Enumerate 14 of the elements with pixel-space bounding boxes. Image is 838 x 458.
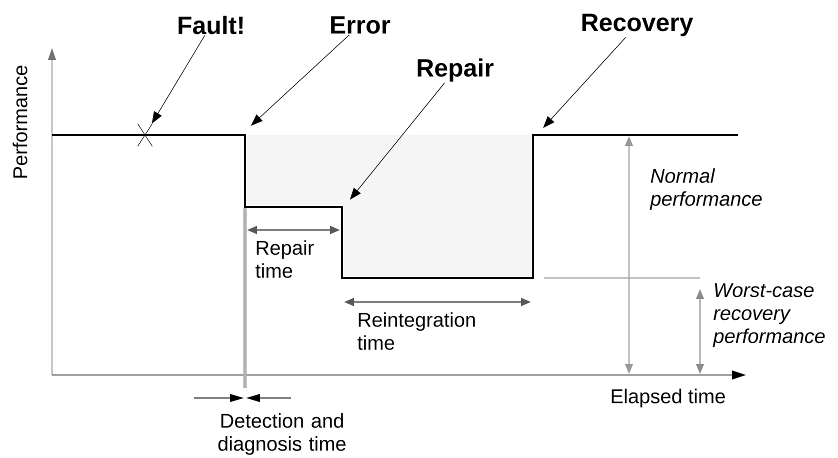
annotation-text: Worst-case recovery performance xyxy=(712,283,825,348)
event-label: Error xyxy=(331,16,390,34)
leader-line xyxy=(543,37,626,128)
event-label: Repair xyxy=(418,58,494,82)
shaded-region xyxy=(245,135,533,278)
annotation-text: Normal performance xyxy=(650,168,762,210)
annotation-text: Detection and diagnosis time xyxy=(218,413,346,455)
axis-label: Elapsed time xyxy=(612,388,725,408)
event-label: Fault! xyxy=(178,16,243,34)
event-label: Recovery xyxy=(582,14,694,36)
axis-label: Performance xyxy=(12,66,28,178)
annotation-text: Repair time xyxy=(256,240,314,278)
annotation-text: Reintegration time xyxy=(358,312,475,350)
fault-mark xyxy=(137,123,153,147)
